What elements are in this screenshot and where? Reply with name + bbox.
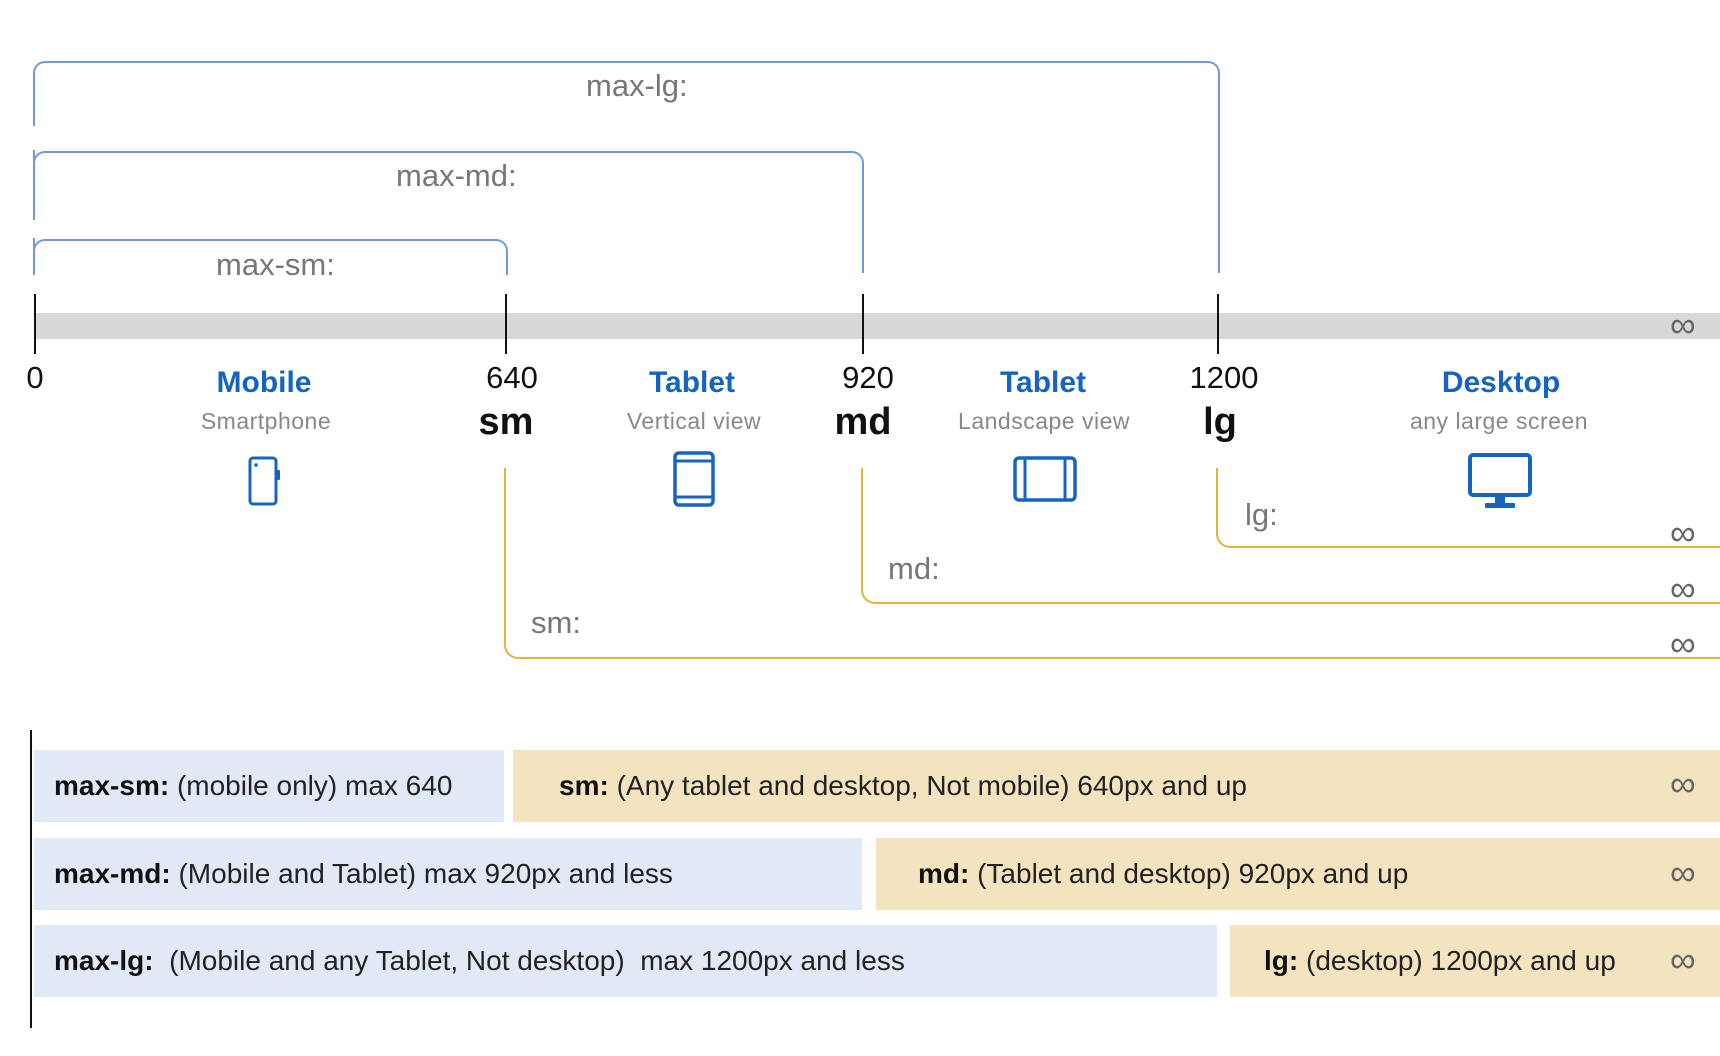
device-mobile-title: Mobile (216, 366, 312, 399)
breakpoint-lg: lg (1203, 401, 1237, 443)
lg-row-infinity: ∞ (1670, 939, 1696, 980)
lg-bracket (1216, 468, 1720, 548)
tick-1200 (1217, 294, 1219, 354)
max-md-label: max-md: (396, 158, 517, 193)
tick-640 (505, 294, 507, 354)
tablet-landscape-icon (1012, 455, 1078, 508)
max-md-desc: (Mobile and Tablet) max 920px and less (170, 858, 673, 889)
sm-infinity: ∞ (1670, 623, 1696, 664)
breakpoint-sm: sm (478, 401, 534, 443)
lg-key: lg: (1264, 945, 1299, 976)
lg-desc: (desktop) 1200px and up (1298, 945, 1616, 976)
max-sm-desc: (mobile only) max 640 (169, 770, 453, 801)
md-row-infinity: ∞ (1670, 852, 1696, 893)
smartphone-icon (244, 456, 284, 513)
lg-row: lg: (desktop) 1200px and up (1230, 925, 1720, 997)
md-key: md: (918, 858, 970, 889)
md-bracket (861, 468, 1720, 604)
tick-label-640: 640 (486, 360, 538, 395)
sm-row-infinity: ∞ (1670, 763, 1696, 804)
tick-label-1200: 1200 (1189, 360, 1259, 395)
lg-label: lg: (1245, 497, 1278, 532)
table-left-rule (30, 730, 32, 1028)
device-desktop-title: Desktop (1441, 366, 1561, 399)
breakpoint-md: md (834, 401, 892, 443)
max-sm-bracket (33, 239, 508, 275)
sm-key: sm: (559, 770, 609, 801)
max-sm-row: max-sm: (mobile only) max 640 (34, 750, 504, 822)
sm-bracket (504, 468, 1720, 659)
desktop-monitor-icon (1467, 452, 1533, 517)
device-mobile-subtitle: Smartphone (200, 408, 332, 434)
tick-920 (862, 294, 864, 354)
device-desktop-subtitle: any large screen (1409, 408, 1589, 434)
max-lg-label: max-lg: (586, 68, 688, 103)
tick-0 (34, 294, 36, 354)
sm-desc: (Any tablet and desktop, Not mobile) 640… (608, 770, 1247, 801)
device-tablet-vertical-title: Tablet (648, 366, 736, 399)
max-md-bracket (33, 151, 864, 273)
md-row: md: (Tablet and desktop) 920px and up (876, 838, 1720, 910)
max-lg-key: max-lg: (54, 945, 154, 976)
max-sm-key: max-sm: (54, 770, 170, 801)
lg-infinity: ∞ (1670, 512, 1696, 553)
max-md-row: max-md: (Mobile and Tablet) max 920px an… (34, 838, 862, 910)
max-lg-desc: (Mobile and any Tablet, Not desktop) max… (153, 945, 905, 976)
max-sm-label: max-sm: (216, 247, 335, 282)
md-label: md: (888, 551, 940, 586)
md-desc: (Tablet and desktop) 920px and up (969, 858, 1409, 889)
tick-label-0: 0 (26, 360, 44, 395)
max-md-key: max-md: (54, 858, 171, 889)
breakpoint-axis (35, 313, 1720, 339)
tick-label-920: 920 (842, 360, 894, 395)
device-tablet-landscape-subtitle: Landscape view (958, 408, 1130, 434)
device-tablet-vertical-subtitle: Vertical view (626, 408, 762, 434)
sm-row: sm: (Any tablet and desktop, Not mobile)… (513, 750, 1720, 822)
max-lg-row: max-lg: (Mobile and any Tablet, Not desk… (34, 925, 1217, 997)
sm-label: sm: (531, 605, 581, 640)
tablet-portrait-icon (672, 450, 716, 513)
md-infinity: ∞ (1670, 568, 1696, 609)
axis-infinity: ∞ (1670, 304, 1696, 345)
device-tablet-landscape-title: Tablet (999, 366, 1087, 399)
